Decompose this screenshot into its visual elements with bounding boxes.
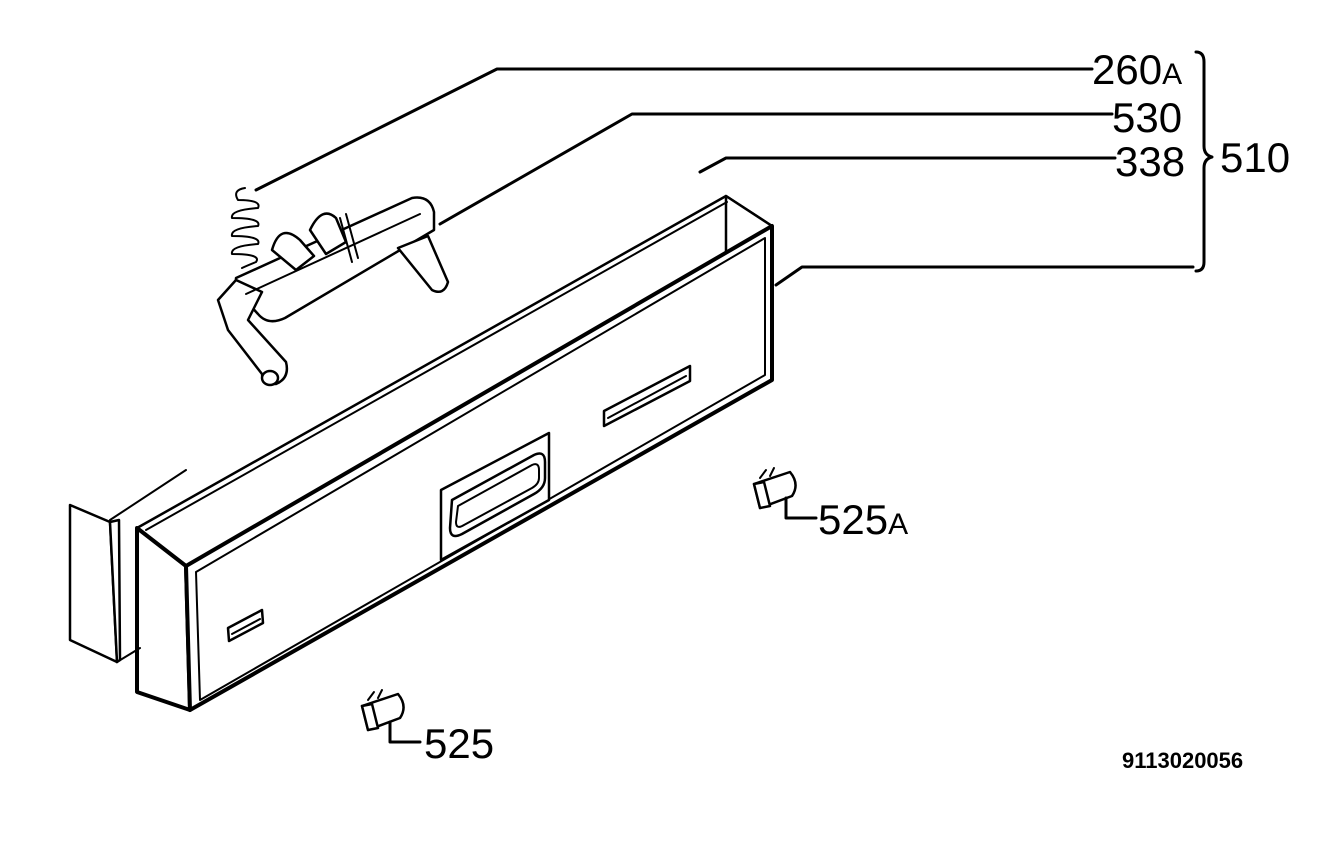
- leader-525: [388, 720, 422, 744]
- knob-525: [360, 689, 405, 732]
- control-panel: [135, 194, 774, 712]
- knob-525a: [752, 467, 797, 510]
- panel-small-window: [226, 608, 265, 643]
- panel-bezel: [195, 237, 766, 701]
- hinge-leg: [396, 234, 450, 293]
- panel-handle-opening: [448, 452, 547, 538]
- label-260a: 260A: [1092, 46, 1182, 93]
- leader-260a: [254, 67, 1094, 192]
- group-brace: [1194, 50, 1214, 273]
- leader-lines: [254, 67, 1195, 744]
- hinge-tab: [270, 231, 316, 272]
- leader-panel: [774, 265, 1195, 287]
- drawing-code: 9113020056: [1122, 748, 1243, 773]
- spring-coil: [230, 187, 260, 269]
- spring: [230, 187, 260, 269]
- label-525: 525: [424, 720, 494, 767]
- leader-525a: [784, 496, 818, 520]
- leader-338: [698, 156, 1117, 174]
- end-cover: [68, 469, 187, 664]
- label-525a: 525A: [818, 496, 908, 543]
- hinge-body: [234, 196, 436, 323]
- panel-top-edge: [145, 201, 728, 531]
- hinge-bracket: [216, 196, 450, 387]
- label-338: 338: [1115, 138, 1185, 185]
- leader-530: [438, 112, 1114, 226]
- label-510: 510: [1220, 134, 1290, 181]
- label-530: 530: [1112, 94, 1182, 141]
- panel-front-face: [184, 224, 774, 712]
